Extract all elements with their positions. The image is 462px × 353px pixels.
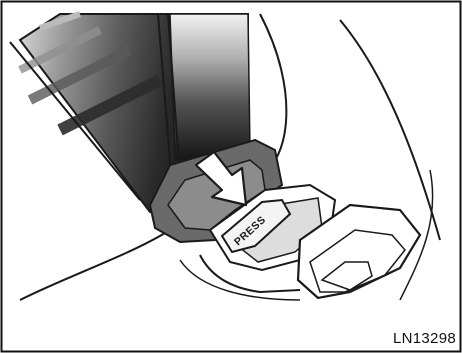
figure-code: LN13298 (393, 330, 456, 347)
